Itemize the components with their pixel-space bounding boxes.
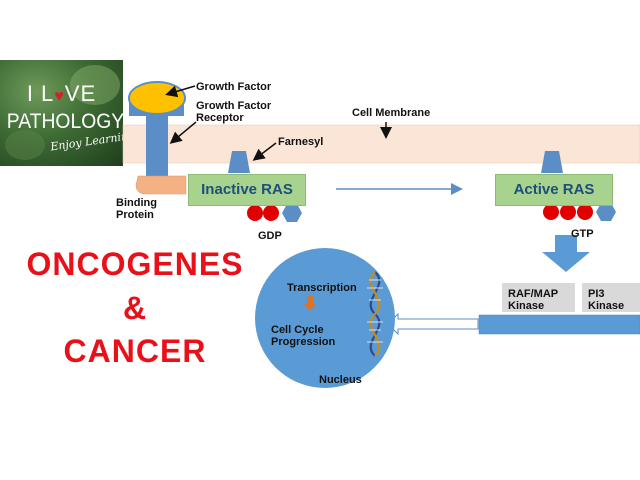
dna-helix-icon	[367, 271, 383, 357]
ras-hexagon	[282, 204, 302, 222]
transcription-label: Transcription	[287, 282, 357, 294]
pi3-kinase-box: PI3 Kinase	[582, 283, 640, 312]
active-ras-box: Active RAS	[495, 174, 613, 206]
binding-protein-label: Binding Protein	[116, 197, 157, 221]
farnesyl-label: Farnesyl	[278, 136, 324, 148]
nucleus	[255, 248, 395, 388]
farnesyl-anchor-inactive	[228, 151, 250, 173]
transcription-arrow	[303, 296, 317, 311]
title-cancer: CANCER	[63, 333, 207, 369]
nucleus-entry-arrow	[387, 312, 479, 336]
cell-membrane-label: Cell Membrane	[352, 107, 431, 119]
gtp-bead	[543, 204, 559, 220]
gtp-label: GTP	[571, 228, 594, 240]
cell-cycle-label: Cell Cycle Progression	[271, 324, 336, 348]
gdp-label: GDP	[258, 230, 282, 242]
heart-icon: ♥	[54, 88, 65, 105]
inactive-ras-box: Inactive RAS	[188, 174, 306, 206]
growth-factor-label: Growth Factor	[196, 81, 272, 93]
gdp-bead	[247, 205, 263, 221]
receptor-label: Growth Factor Receptor	[196, 100, 272, 124]
logo-line2: PATHOLOGY	[6, 110, 123, 133]
logo: I L♥VE PATHOLOGY Enjoy Learning!!	[0, 60, 123, 166]
gtp-bead	[577, 204, 593, 220]
farnesyl-anchor-active	[541, 151, 563, 173]
cell-membrane	[122, 124, 640, 164]
growth-factor-pointer	[165, 85, 196, 98]
title-oncogenes: ONCOGENES	[26, 246, 244, 282]
gtp-bead	[560, 204, 576, 220]
ras-hexagon	[596, 203, 616, 221]
receptor-stem	[146, 112, 168, 180]
nucleus-label: Nucleus	[319, 374, 362, 386]
title-ampersand: &	[122, 290, 148, 326]
signal-bar	[478, 314, 640, 335]
receptor-pointer	[169, 121, 197, 144]
growth-factor	[128, 81, 186, 115]
farnesyl-pointer	[252, 142, 277, 161]
raf-map-kinase-box: RAF/MAP Kinase	[502, 283, 575, 312]
binding-protein	[135, 175, 187, 195]
logo-line1: I L♥VE	[26, 81, 97, 106]
gdp-bead	[263, 205, 279, 221]
signal-down-arrow	[542, 235, 590, 272]
